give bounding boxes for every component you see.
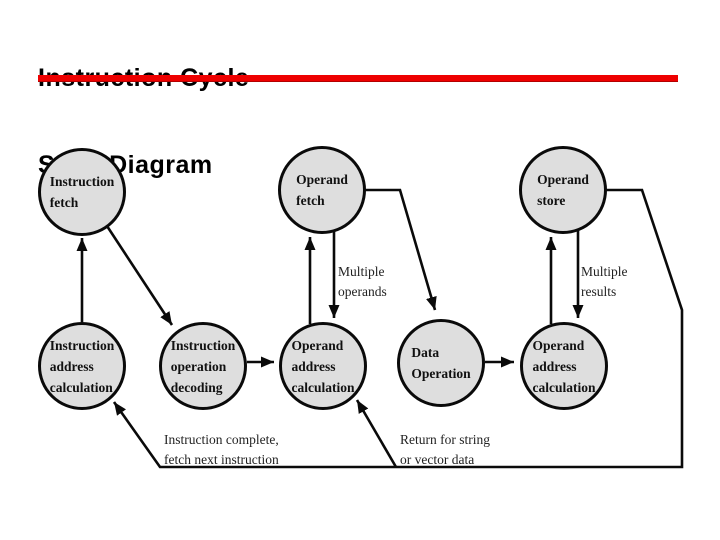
edge-label-multiple-operands: Multiple operands xyxy=(338,264,387,299)
state-label-data-operation: Data Operation xyxy=(411,345,471,381)
state-operand-address-calculation-1: Operand address calculation xyxy=(279,322,367,410)
state-data-operation: Data Operation xyxy=(397,319,485,407)
state-label-operand-fetch: Operand fetch xyxy=(296,172,348,208)
edge-label-return-string-vector: Return for string or vector data xyxy=(400,432,490,467)
state-operand-address-calculation-2: Operand address calculation xyxy=(520,322,608,410)
state-label-instruction-fetch: Instruction fetch xyxy=(49,174,115,210)
edge-label-instruction-complete: Instruction complete, fetch next instruc… xyxy=(164,432,279,467)
state-label-operand-address-calculation-1: Operand address calculation xyxy=(291,337,355,395)
state-operand-fetch: Operand fetch xyxy=(278,146,366,234)
state-label-instruction-address-calculation: Instruction address calculation xyxy=(49,337,115,395)
edge-instruction-fetch-to-decoding xyxy=(105,225,174,326)
state-label-instruction-operation-decoding: Instruction operation decoding xyxy=(170,337,236,395)
title-underline-rule xyxy=(38,75,678,82)
edge-label-multiple-results: Multiple results xyxy=(581,264,628,299)
edge-return-string-vector xyxy=(355,399,398,468)
state-instruction-operation-decoding: Instruction operation decoding xyxy=(159,322,247,410)
state-instruction-address-calculation: Instruction address calculation xyxy=(38,322,126,410)
state-label-operand-store: Operand store xyxy=(537,172,589,208)
state-label-operand-address-calculation-2: Operand address calculation xyxy=(532,337,596,395)
state-instruction-fetch: Instruction fetch xyxy=(38,148,126,236)
state-operand-store: Operand store xyxy=(519,146,607,234)
